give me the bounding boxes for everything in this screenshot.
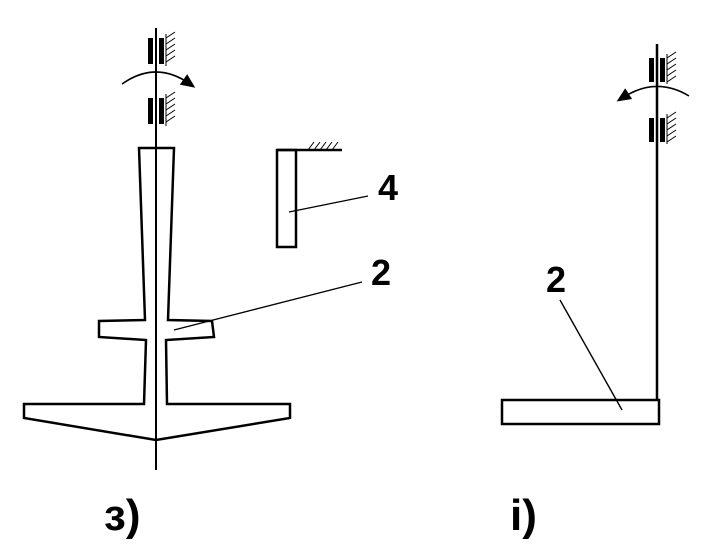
leader-line-4 (288, 195, 369, 213)
leader-line-2-right (559, 299, 623, 411)
leader-line-2-left (173, 281, 363, 331)
bearing-icon (649, 51, 677, 84)
rotation-arrow-icon (121, 71, 196, 88)
ground-hatch-icon (307, 141, 339, 151)
rotor-body-outline (22, 146, 292, 442)
caption-z: з) (104, 491, 141, 540)
bearing-icon (649, 111, 677, 144)
part-2-blade (500, 398, 661, 426)
bearing-icon (148, 31, 176, 66)
rotation-arrow-icon (616, 85, 690, 102)
callout-4: 4 (378, 167, 398, 208)
caption-i: і) (510, 491, 537, 540)
callout-2-left: 2 (371, 252, 391, 293)
bearing-icon (148, 91, 176, 126)
callout-2-right: 2 (546, 259, 566, 300)
part-4-plate (275, 148, 342, 249)
figure-i: 2 і) (500, 44, 690, 540)
figure-z: 4 2 з) (22, 28, 398, 540)
